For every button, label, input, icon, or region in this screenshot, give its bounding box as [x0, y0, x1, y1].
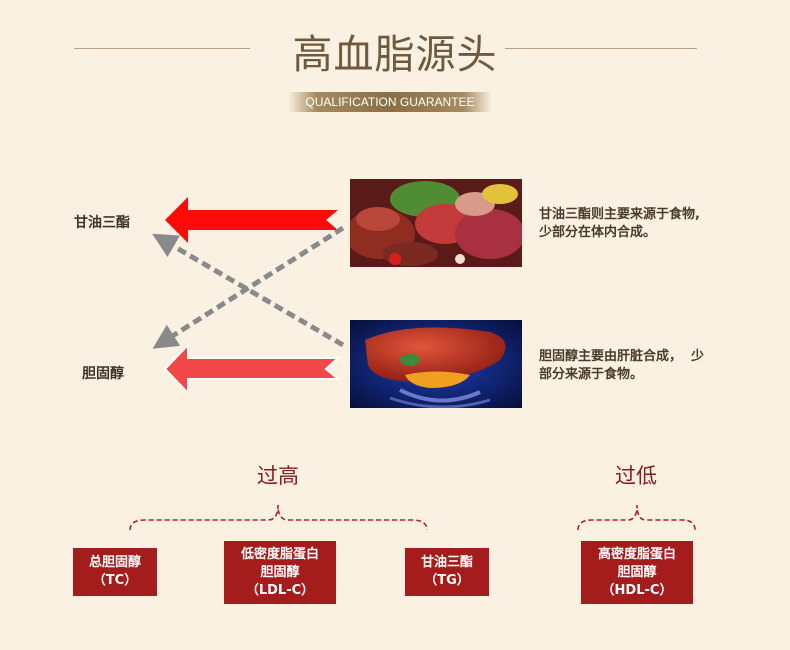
liver-source-description: 胆固醇主要由肝脏合成， 少 部分来源于食物。: [539, 348, 739, 384]
tg-box-line1: 甘油三酯: [420, 555, 473, 570]
ldl-box: 低密度脂蛋白 胆固醇 （LDL-C）: [224, 541, 336, 604]
red-arrow-triglyceride: [165, 197, 338, 243]
dashed-arrow-liver-to-triglyceride: [152, 233, 345, 348]
liver-desc-line1: 胆固醇主要由肝脏合成， 少: [539, 349, 705, 364]
dashed-arrow-food-to-cholesterol: [152, 225, 345, 349]
group-braces: [129, 504, 696, 531]
too-low-label: 过低: [615, 464, 657, 488]
food-photo: [350, 179, 522, 267]
ldl-box-line2: 胆固醇: [260, 564, 300, 580]
hdl-box-line1: 高密度脂蛋白: [597, 546, 676, 562]
title-rule-right: [505, 48, 697, 49]
page-title: 高血脂源头: [292, 32, 498, 78]
liver-desc-line2: 部分来源于食物。: [539, 367, 644, 382]
liver-illustration: [350, 320, 522, 408]
food-source-description: 甘油三酯则主要来源于食物, 少部分在体内合成。: [539, 206, 739, 242]
too-low-brace: [577, 504, 696, 531]
cholesterol-label: 胆固醇: [82, 366, 124, 382]
hdl-box-line3: （HDL-C）: [601, 582, 673, 598]
tg-box: 甘油三酯 （TG）: [405, 548, 489, 596]
tc-box-line1: 总胆固醇: [88, 555, 141, 570]
hdl-box-line2: 胆固醇: [617, 564, 657, 580]
triglyceride-label: 甘油三酯: [74, 215, 130, 231]
hdl-box: 高密度脂蛋白 胆固醇 （HDL-C）: [581, 541, 693, 604]
food-desc-line1: 甘油三酯则主要来源于食物,: [539, 207, 700, 222]
too-high-label: 过高: [257, 464, 299, 488]
too-high-brace: [129, 504, 428, 531]
food-desc-line2: 少部分在体内合成。: [539, 225, 657, 240]
ldl-box-line3: （LDL-C）: [245, 582, 315, 598]
title-rule-left: [74, 48, 250, 49]
tc-box: 总胆固醇 （TC）: [73, 548, 157, 596]
ldl-box-line1: 低密度脂蛋白: [240, 546, 319, 562]
red-arrow-cholesterol: [163, 342, 341, 390]
tg-box-line2: （TG）: [424, 573, 470, 588]
source-arrows: [152, 197, 345, 390]
qualification-badge: QUALIFICATION GUARANTEE: [288, 92, 492, 112]
tc-box-line2: （TC）: [92, 573, 138, 588]
